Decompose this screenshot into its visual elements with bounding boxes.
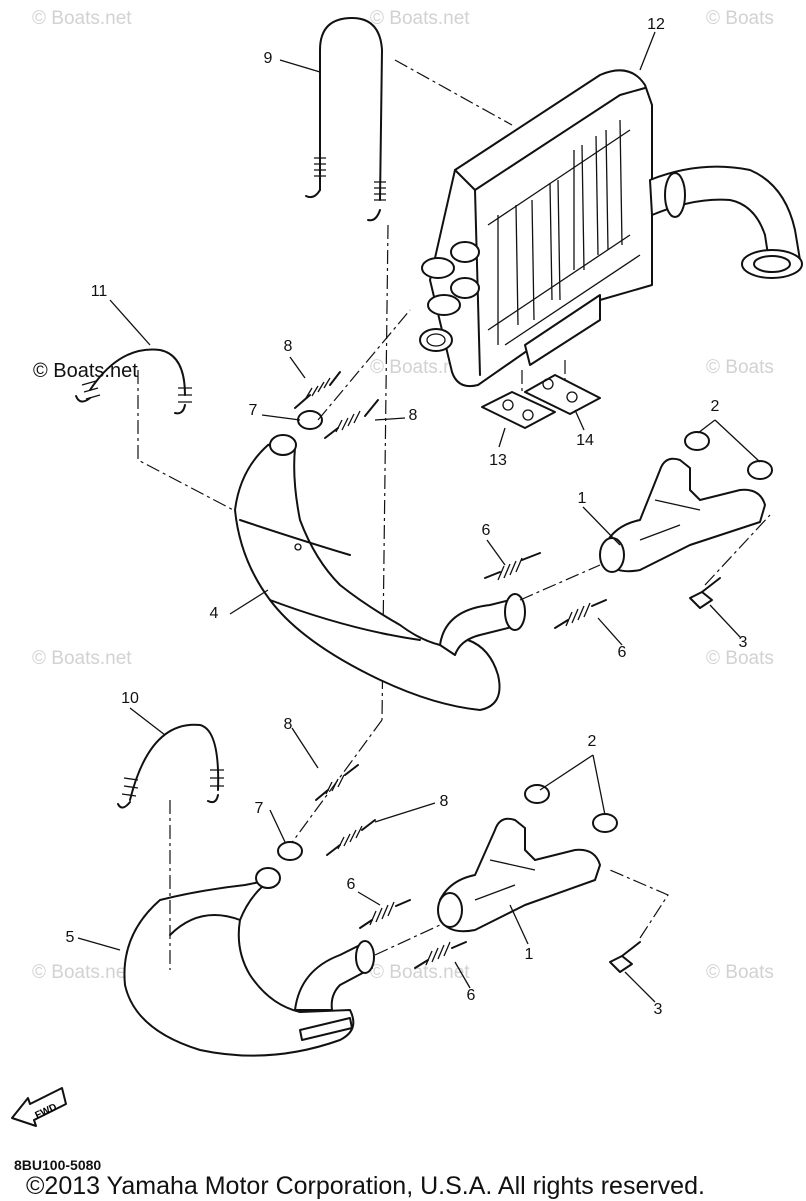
exhaust-manifold-part-1-a: [599, 457, 766, 573]
callout-8: 8: [408, 407, 418, 424]
callout-5: 5: [65, 929, 75, 946]
spring-part-6-b: [554, 599, 607, 629]
rubber-band-part-11: [75, 348, 192, 415]
callout-1: 1: [524, 946, 534, 963]
exhaust-chamber-part-4: [234, 434, 526, 711]
callout-10: 10: [121, 690, 139, 707]
watermark: © Boats.net: [370, 8, 470, 29]
part-code: 8BU100-5080: [14, 1157, 102, 1173]
muffler-part-12: [419, 69, 803, 388]
spring-part-8-a: [294, 371, 341, 409]
callout-2: 2: [710, 398, 720, 415]
callout-6: 6: [617, 644, 627, 661]
watermark: © Boats.net: [32, 648, 132, 669]
callout-8: 8: [439, 793, 449, 810]
callout-9: 9: [263, 50, 273, 67]
callout-4: 4: [209, 605, 219, 622]
callout-3: 3: [653, 1001, 663, 1018]
watermark: © Boats: [706, 962, 774, 983]
spring-part-8-b: [324, 399, 379, 439]
callout-8: 8: [283, 716, 293, 733]
spring-part-6-d: [414, 941, 467, 969]
damper-mount-13: [481, 391, 556, 429]
spring-part-6-c: [359, 899, 411, 929]
bolt-part-3-b: [609, 941, 641, 973]
spring-part-8-d: [326, 819, 376, 856]
rubber-band-part-10: [117, 723, 224, 809]
bolt-part-3-a: [689, 577, 721, 609]
callout-7: 7: [248, 402, 258, 419]
callout-6: 6: [346, 876, 356, 893]
watermark: © Boats.net: [32, 962, 132, 983]
callout-3: 3: [738, 634, 748, 651]
callout-6: 6: [481, 522, 491, 539]
watermark: © Boats: [706, 357, 774, 378]
exhaust-chamber-part-5: [123, 867, 375, 1057]
gasket-part-2-a: [684, 431, 710, 451]
gasket-part-2-c: [524, 784, 550, 804]
callout-12: 12: [647, 16, 665, 33]
exhaust-manifold-part-1-b: [437, 817, 601, 933]
callout-6: 6: [466, 987, 476, 1004]
watermark: © Boats: [706, 8, 774, 29]
fwd-arrow-icon: FWD: [11, 1087, 67, 1127]
watermark-dark: © Boats.net: [33, 360, 138, 382]
gasket-part-7-b: [277, 841, 303, 861]
callout-13: 13: [489, 452, 507, 469]
gasket-part-2-d: [592, 813, 618, 833]
callout-8: 8: [283, 338, 293, 355]
watermark: © Boats.net: [370, 357, 470, 378]
copyright-notice: ©2013 Yamaha Motor Corporation, U.S.A. A…: [26, 1172, 705, 1200]
watermark: © Boats: [706, 648, 774, 669]
spring-part-8-c: [315, 764, 359, 801]
callout-7: 7: [254, 800, 264, 817]
watermark: © Boats.net: [32, 8, 132, 29]
watermark: © Boats.net: [370, 962, 470, 983]
callout-14: 14: [576, 432, 594, 449]
rubber-band-part-9: [305, 17, 386, 222]
damper-mount-14: [524, 374, 601, 415]
gasket-part-2-b: [747, 460, 773, 480]
spring-part-6-a: [484, 552, 541, 581]
callout-2: 2: [587, 733, 597, 750]
callout-11: 11: [90, 283, 108, 300]
callout-1: 1: [577, 490, 587, 507]
